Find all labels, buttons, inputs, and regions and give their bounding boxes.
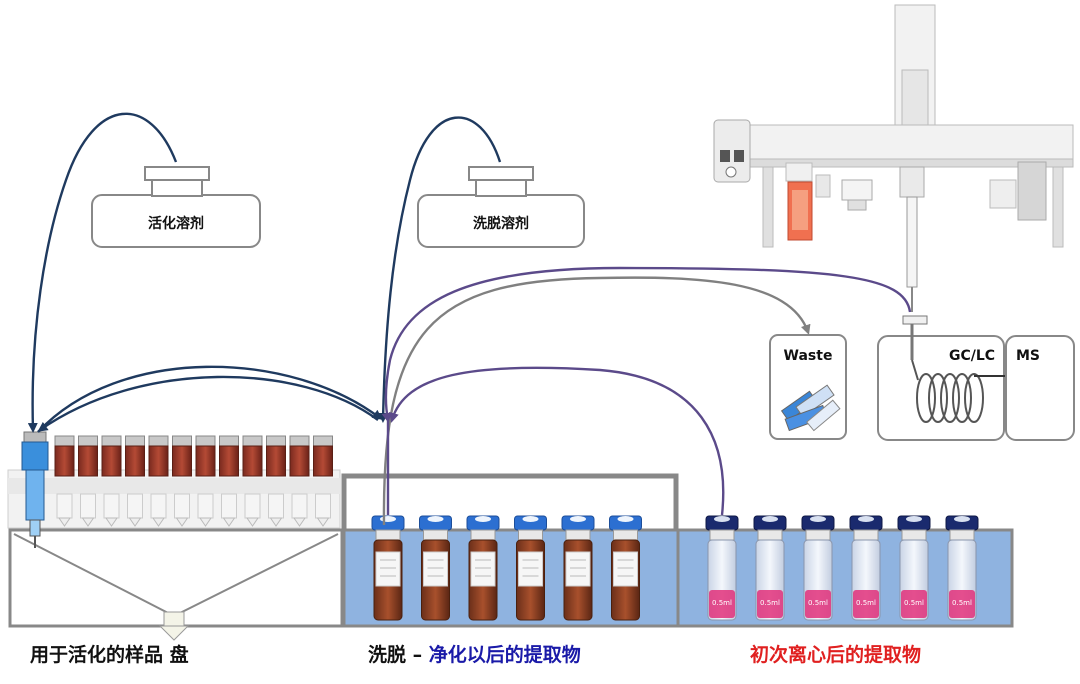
clear-vial: 0.5ml [753,515,787,621]
activation-solvent-bottle: 活化溶剂 [91,166,261,248]
spe-cartridge [195,435,216,527]
vial-volume-label: 0.5ml [760,599,780,607]
spe-cartridge [101,435,122,527]
caption-elution: 洗脱 – 净化以后的提取物 [368,640,581,667]
elution-tray [341,473,680,628]
amber-vial [561,515,595,621]
spe-cartridge [289,435,310,527]
column-coil-icon [916,373,984,423]
waste-container: Waste [769,334,847,440]
arrow-cartridge-to-elution [37,365,383,433]
spe-cartridge [148,435,169,527]
spe-cartridge [242,435,263,527]
clear-vial: 0.5ml [801,515,835,621]
clear-vial: 0.5ml [897,515,931,621]
spe-cartridge [219,435,239,527]
arrow-robot-to-elution [381,266,912,423]
spe-cartridge [313,435,333,527]
vial-volume-label: 0.5ml [808,599,828,607]
flow-arrows [27,112,912,526]
clear-vial: 0.5ml [705,515,739,621]
ms-instrument: MS [1005,335,1075,441]
caption-activation-plate: 用于活化的样品 盘 [30,644,189,666]
amber-vial [466,515,500,621]
activation-sample-tray [7,431,344,641]
arrow-elution-solvent-to-tray [378,116,502,423]
activation-cartridge-blue [21,431,49,548]
ms-label: MS [1016,348,1040,364]
clear-vial: 0.5ml [849,515,883,621]
amber-vial [371,515,405,621]
spe-cartridge [78,435,98,527]
caption-elution-suffix: 净化以后的提取物 [428,644,581,666]
spe-cartridge [172,435,192,527]
spe-cartridge-rack [54,435,333,527]
waste-cartridges-icon [780,384,841,432]
arrow-elution-to-waste [382,276,811,526]
arrow-elution-to-activation [37,375,379,432]
amber-vial [514,515,547,621]
caption-elution-prefix: 洗脱 – [368,644,429,666]
centrifuge-tray: 0.5ml 0.5ml 0.5ml 0.5ml 0.5ml 0.5ml [676,515,1014,628]
vial-volume-label: 0.5ml [856,599,876,607]
vial-volume-label: 0.5ml [712,599,732,607]
caption-centrifuge: 初次离心后的提取物 [750,644,922,666]
amber-vial [609,515,642,621]
vial-volume-label: 0.5ml [904,599,924,607]
arrow-activation-solvent-to-cartridge [27,112,178,433]
vial-volume-label: 0.5ml [952,599,972,607]
autosampler-robot [713,4,1074,312]
clear-vial: 0.5ml [945,515,979,621]
elution-solvent-label: 洗脱溶剂 [473,215,529,232]
spe-cartridge [266,435,286,527]
amber-vial [419,515,452,621]
spe-cartridge [125,435,145,527]
amber-vial-row [371,515,642,621]
elution-solvent-bottle: 洗脱溶剂 [417,166,585,248]
gclc-label: GC/LC [949,348,995,364]
clear-vial-row: 0.5ml 0.5ml 0.5ml 0.5ml 0.5ml 0.5ml [705,515,979,621]
gclc-instrument: GC/LC [877,315,1039,441]
waste-label: Waste [784,348,833,364]
activation-solvent-label: 活化溶剂 [148,215,204,232]
arrow-centrifuge-to-elution [389,366,725,516]
spe-cartridge [54,435,75,527]
